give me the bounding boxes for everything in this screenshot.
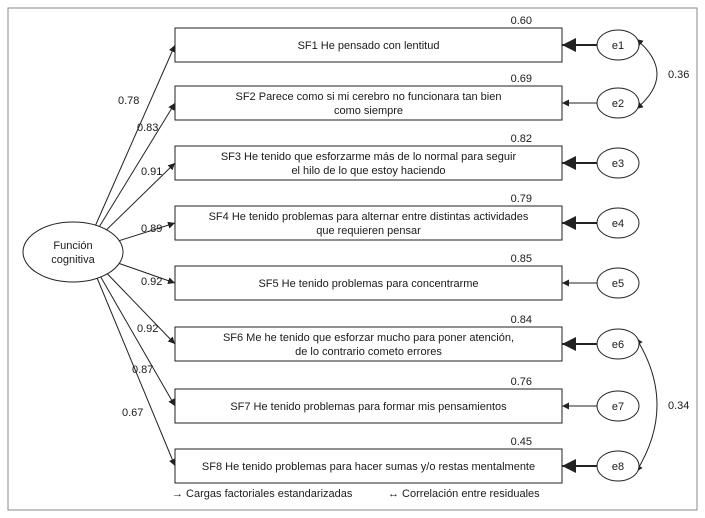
error-label: e2: [612, 98, 624, 110]
loading-value-sf7: 0.87: [132, 364, 153, 376]
r2-value-sf7: 0.76: [511, 376, 532, 388]
item-sf8: SF8 He tenido problemas para hacer sumas…: [174, 436, 563, 484]
error-ellipse: [596, 267, 640, 299]
error-label: e7: [612, 401, 624, 413]
item-sf5: SF5 He tenido problemas para concentrarm…: [174, 253, 563, 301]
error-ellipse: [596, 207, 640, 239]
error-label: e4: [612, 218, 624, 230]
factor-ellipse: [22, 221, 124, 283]
legend-residuals: ↔ Correlación entre residuales: [388, 488, 540, 500]
factor-node: Función cognitiva: [22, 221, 124, 283]
error-paths: [562, 38, 597, 473]
r2-value-sf4: 0.79: [511, 193, 532, 205]
item-sf6: SF6 Me he tenido que esforzar mucho para…: [174, 314, 563, 362]
diagram-frame: [7, 7, 698, 511]
item-text: SF7 He tenido problemas para formar mis …: [230, 401, 507, 413]
item-text-line2: el hilo de lo que estoy haciendo: [291, 165, 445, 177]
error-term-e1: e1: [596, 29, 640, 61]
legend-loadings: → Cargas factoriales estandarizadas: [172, 488, 353, 500]
error-term-e7: e7: [596, 390, 640, 422]
loading-path-sf8: [94, 272, 176, 467]
item-sf7: SF7 He tenido problemas para formar mis …: [174, 376, 563, 424]
item-sf1: SF1 He pensado con lentitud 0.60: [174, 15, 563, 63]
r2-value-sf5: 0.85: [511, 253, 532, 265]
factor-label-line1: Función: [53, 240, 92, 252]
item-box: [174, 205, 563, 241]
item-box: [174, 265, 563, 301]
correlation-curve-e1-e2: [635, 38, 658, 110]
correlation-value-e6-e8: 0.34: [668, 400, 689, 412]
item-box: [174, 145, 563, 181]
item-text-line1: SF4 He tenido problemas para alternar en…: [209, 211, 529, 223]
item-box: [174, 388, 563, 424]
item-text-line1: SF6 Me he tenido que esforzar mucho para…: [223, 332, 514, 344]
error-label: e1: [612, 40, 624, 52]
correlation-value-e1-e2: 0.36: [668, 69, 689, 81]
item-box: [174, 448, 563, 484]
item-sf2: SF2 Parece como si mi cerebro no funcion…: [174, 73, 563, 121]
error-label: e6: [612, 339, 624, 351]
error-ellipse: [596, 29, 640, 61]
error-term-e2: e2: [596, 87, 640, 119]
item-sf4: SF4 He tenido problemas para alternar en…: [174, 193, 563, 241]
item-box: [174, 27, 563, 63]
item-box: [174, 85, 563, 121]
item-text-line2: de lo contrario cometo errores: [295, 346, 442, 358]
loading-value-sf1: 0.78: [118, 95, 139, 107]
loading-value-sf8: 0.67: [122, 407, 143, 419]
r2-value-sf2: 0.69: [511, 73, 532, 85]
error-terms: e1 e2 e3 e4 e5 e6 e7 e8: [596, 29, 640, 482]
error-term-e4: e4: [596, 207, 640, 239]
r2-value-sf3: 0.82: [511, 133, 532, 145]
loading-value-sf2: 0.83: [137, 122, 158, 134]
loading-path-sf6: [94, 260, 176, 345]
item-text-line1: SF3 He tenido que esforzarme más de lo n…: [221, 151, 517, 163]
error-ellipse: [596, 328, 640, 360]
error-label: e5: [612, 278, 624, 290]
loading-value-sf4: 0.89: [141, 223, 162, 235]
loading-value-sf5: 0.92: [141, 276, 162, 288]
error-ellipse: [596, 147, 640, 179]
r2-value-sf1: 0.60: [511, 15, 532, 27]
error-term-e6: e6: [596, 328, 640, 360]
loading-path-sf7: [94, 266, 176, 407]
residual-correlations: 0.36 0.34: [635, 38, 689, 473]
loading-value-sf6: 0.92: [137, 323, 158, 335]
error-ellipse: [596, 390, 640, 422]
r2-value-sf6: 0.84: [511, 314, 532, 326]
r2-value-sf8: 0.45: [511, 436, 532, 448]
item-text: SF5 He tenido problemas para concentrarm…: [258, 278, 478, 290]
legend: → Cargas factoriales estandarizadas ↔ Co…: [172, 488, 540, 500]
error-ellipse: [596, 450, 640, 482]
loading-path-sf2: [92, 102, 176, 238]
item-text-line1: SF2 Parece como si mi cerebro no funcion…: [236, 91, 502, 103]
item-box: [174, 326, 563, 362]
error-term-e5: e5: [596, 267, 640, 299]
error-ellipse: [596, 87, 640, 119]
item-sf3: SF3 He tenido que esforzarme más de lo n…: [174, 133, 563, 181]
factor-label-line2: cognitiva: [51, 254, 95, 266]
item-text-line2: que requieren pensar: [316, 225, 421, 237]
error-term-e3: e3: [596, 147, 640, 179]
loading-path-sf1: [92, 44, 176, 232]
item-text-line2: como siempre: [334, 105, 403, 117]
loading-value-sf3: 0.91: [141, 166, 162, 178]
error-term-e8: e8: [596, 450, 640, 482]
item-text: SF1 He pensado con lentitud: [298, 40, 440, 52]
loading-paths: 0.78 0.83 0.91 0.89 0.92 0.92 0.87 0.67: [92, 44, 176, 467]
correlation-curve-e6-e8: [635, 337, 658, 473]
item-text: SF8 He tenido problemas para hacer sumas…: [202, 461, 535, 473]
error-label: e8: [612, 461, 624, 473]
error-label: e3: [612, 158, 624, 170]
